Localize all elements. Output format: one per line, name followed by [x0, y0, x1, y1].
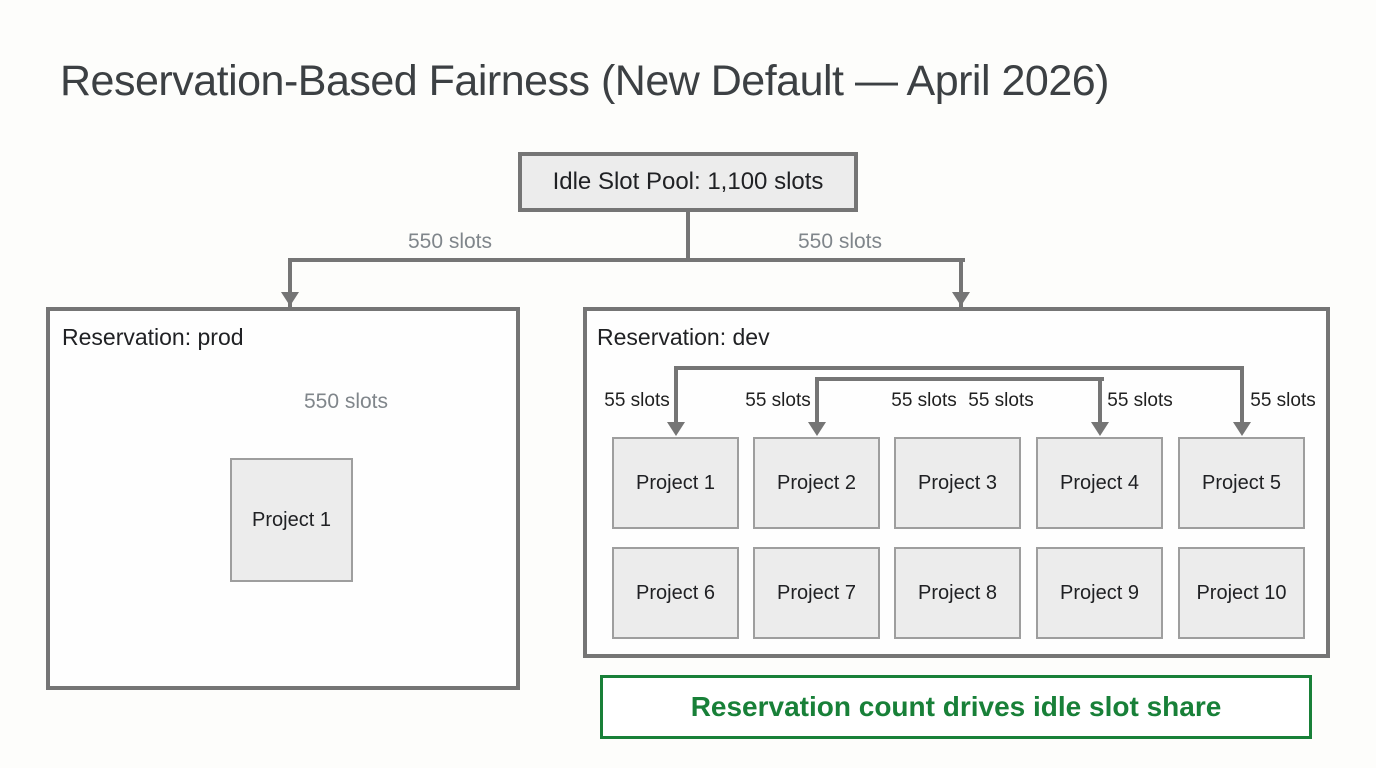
dev-project-node: Project 2 — [753, 437, 880, 529]
prod-edge-label: 550 slots — [303, 390, 389, 413]
dev-edge-label: 55 slots — [604, 390, 670, 411]
dev-project-label: Project 6 — [636, 581, 715, 604]
dev-project-label: Project 3 — [918, 471, 997, 494]
connector-dev-rail-inner — [815, 377, 1104, 381]
reservation-dev-title: Reservation: dev — [597, 324, 770, 350]
branch-right-label: 550 slots — [797, 230, 883, 253]
dev-edge-label: 55 slots — [1107, 390, 1173, 411]
dev-project-node: Project 3 — [894, 437, 1021, 529]
connector-pool-stem — [686, 212, 690, 260]
dev-project-node: Project 10 — [1178, 547, 1305, 639]
dev-project-label: Project 4 — [1060, 471, 1139, 494]
arrowhead-into-prod — [281, 292, 299, 306]
page-title: Reservation-Based Fairness (New Default … — [60, 57, 1109, 105]
dev-project-node: Project 7 — [753, 547, 880, 639]
dev-project-label: Project 1 — [636, 471, 715, 494]
dev-project-label: Project 10 — [1196, 581, 1287, 604]
connector-dev-rail-outer — [674, 366, 1244, 370]
callout-text: Reservation count drives idle slot share — [690, 691, 1222, 722]
reservation-prod-title: Reservation: prod — [62, 324, 244, 350]
dev-project-node: Project 9 — [1036, 547, 1163, 639]
dev-project-label: Project 9 — [1060, 581, 1139, 604]
idle-slot-pool-label: Idle Slot Pool: 1,100 slots — [552, 168, 824, 195]
connector-dev-drop-p1 — [674, 366, 678, 422]
connector-branch-horizontal — [288, 258, 965, 262]
dev-edge-label: 55 slots — [891, 390, 957, 411]
arrowhead-dev-project1 — [667, 422, 685, 436]
arrowhead-dev-project5 — [1233, 422, 1251, 436]
arrowhead-dev-project2 — [808, 422, 826, 436]
prod-project-node: Project 1 — [230, 458, 353, 582]
prod-project-label: Project 1 — [252, 508, 331, 531]
dev-project-node: Project 4 — [1036, 437, 1163, 529]
callout-box: Reservation count drives idle slot share — [600, 675, 1312, 739]
dev-project-node: Project 1 — [612, 437, 739, 529]
connector-dev-drop-p5 — [1240, 366, 1244, 422]
dev-project-label: Project 8 — [918, 581, 997, 604]
dev-project-node: Project 6 — [612, 547, 739, 639]
idle-slot-pool-node: Idle Slot Pool: 1,100 slots — [518, 152, 858, 212]
dev-project-node: Project 8 — [894, 547, 1021, 639]
dev-project-label: Project 2 — [777, 471, 856, 494]
dev-project-node: Project 5 — [1178, 437, 1305, 529]
dev-project-label: Project 7 — [777, 581, 856, 604]
dev-project-label: Project 5 — [1202, 471, 1281, 494]
connector-dev-drop-p4 — [1098, 377, 1102, 422]
connector-dev-drop-p2 — [815, 377, 819, 422]
dev-edge-label: 55 slots — [1250, 390, 1316, 411]
arrowhead-dev-project4 — [1091, 422, 1109, 436]
arrowhead-into-dev — [952, 292, 970, 306]
branch-left-label: 550 slots — [407, 230, 493, 253]
dev-edge-label: 55 slots — [745, 390, 811, 411]
dev-edge-label: 55 slots — [968, 390, 1034, 411]
